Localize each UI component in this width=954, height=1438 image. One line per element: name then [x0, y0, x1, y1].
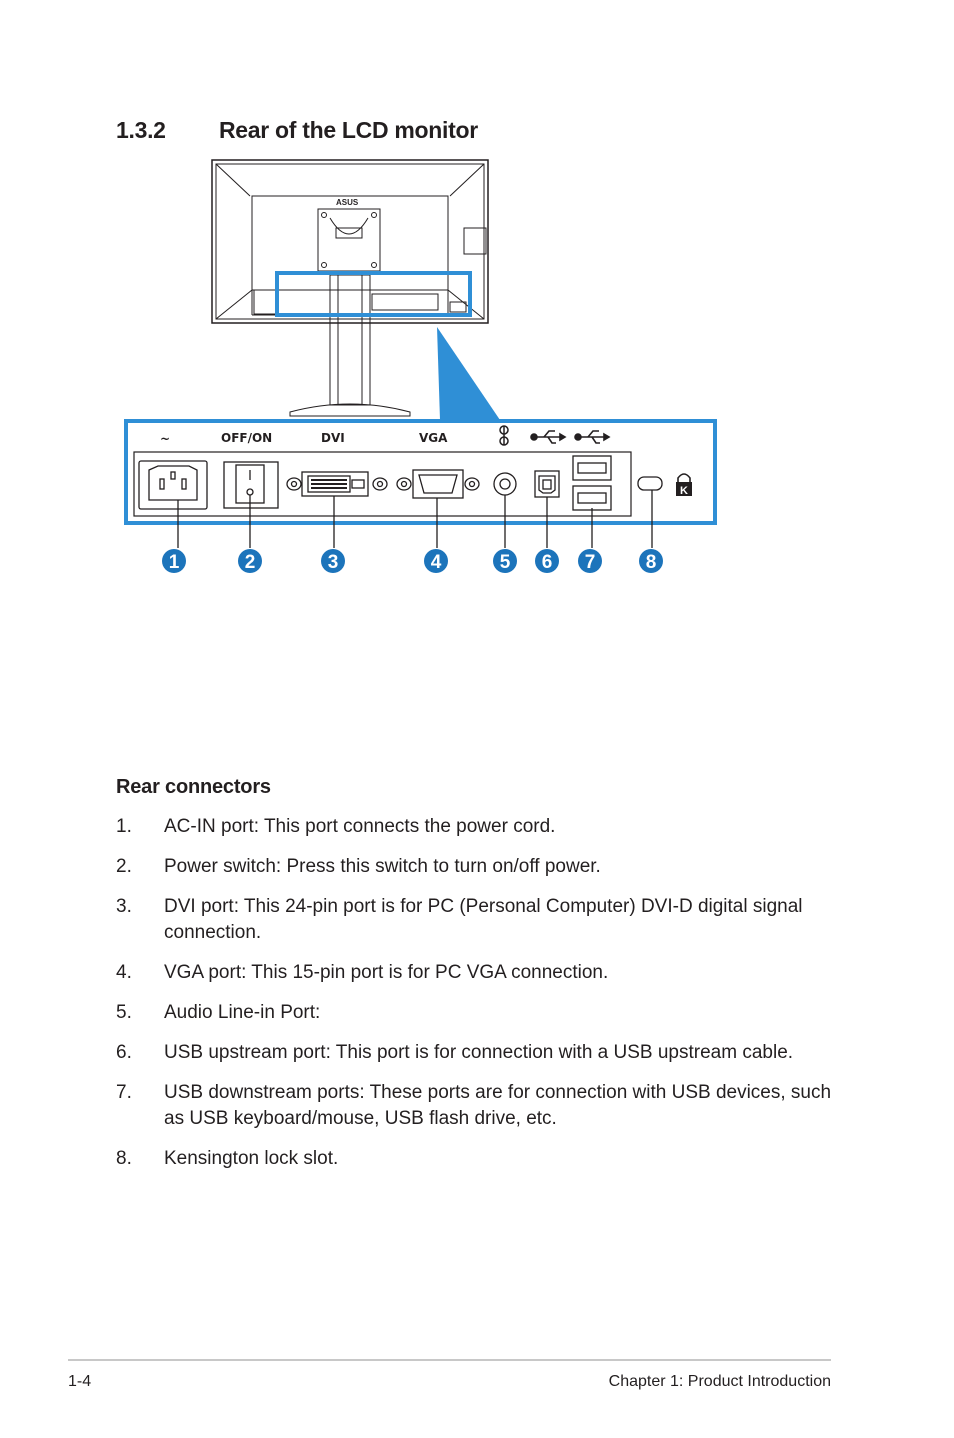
item-number: 5.: [116, 1002, 132, 1023]
brand-logo: ASUS: [336, 198, 359, 207]
item-text: DVI port: This 24-pin port is for PC (Pe…: [164, 896, 803, 943]
rear-diagram: ASUS ~ OFF/ON DVI VGA: [124, 159, 717, 573]
item-number: 4.: [116, 962, 132, 983]
chapter-title: Chapter 1: Product Introduction: [608, 1373, 831, 1390]
item-text: Audio Line-in Port:: [164, 1002, 321, 1023]
callout-badge: [238, 549, 262, 573]
callout-4: 4: [431, 552, 442, 573]
list-item: 5. Audio Line-in Port:: [116, 1000, 846, 1026]
usb-icon: [574, 430, 611, 444]
item-number: 6.: [116, 1042, 132, 1063]
dvi-pins: [311, 479, 347, 489]
list-item: 2. Power switch: Press this switch to tur…: [116, 854, 846, 880]
item-number: 7.: [116, 1082, 132, 1103]
dvi-port: [286, 471, 388, 497]
list-item: 7. USB downstream ports: These ports are …: [116, 1080, 846, 1132]
section-number: 1.3.2: [116, 117, 166, 143]
vga-label: VGA: [419, 431, 448, 445]
callout-6: 6: [542, 552, 553, 573]
highlight-box: [275, 271, 472, 317]
vga-port: [396, 469, 480, 499]
callout-badge: [424, 549, 448, 573]
callout-3: 3: [328, 552, 339, 573]
rear-connectors-list: 1. AC-IN port: This port connects the pow…: [116, 814, 846, 1186]
item-text: VGA port: This 15-pin port is for PC VGA…: [164, 962, 609, 983]
item-number: 3.: [116, 896, 132, 917]
dvi-label: DVI: [321, 431, 345, 445]
item-text: AC-IN port: This port connects the power…: [164, 816, 556, 837]
lock-badge-letter: K: [680, 485, 688, 497]
item-number: 1.: [116, 816, 132, 837]
item-text: USB upstream port: This port is for conn…: [164, 1042, 794, 1063]
footer-divider: [68, 1359, 831, 1361]
callout-8: 8: [646, 552, 657, 573]
ac-label: ~: [160, 432, 170, 446]
callout-7: 7: [585, 552, 596, 573]
off-on-label: OFF/ON: [221, 431, 272, 445]
callout-2: 2: [245, 552, 256, 573]
callout-badge: [162, 549, 186, 573]
callout-badge: [493, 549, 517, 573]
list-item: 3. DVI port: This 24-pin port is for PC (…: [116, 894, 846, 946]
callout-badge: [578, 549, 602, 573]
list-item: 8. Kensington lock slot.: [116, 1146, 846, 1172]
callout-badge: [535, 549, 559, 573]
callout-1: 1: [169, 552, 180, 573]
item-text: USB downstream ports: These ports are fo…: [164, 1082, 832, 1129]
callout-badge: [639, 549, 663, 573]
section-title-text: Rear of the LCD monitor: [219, 117, 478, 143]
item-number: 8.: [116, 1148, 132, 1169]
list-item: 6. USB upstream port: This port is for co…: [116, 1040, 846, 1066]
audio-icon: [499, 425, 509, 446]
list-item: 4. VGA port: This 15-pin port is for PC V…: [116, 960, 846, 986]
item-text: Power switch: Press this switch to turn …: [164, 856, 601, 877]
rear-connectors-heading: Rear connectors: [116, 776, 271, 798]
callout-5: 5: [500, 552, 511, 573]
kensington-slot: [637, 476, 663, 491]
item-number: 2.: [116, 856, 132, 877]
page-number: 1-4: [68, 1373, 92, 1390]
lock-icon: K: [676, 473, 692, 497]
ac-in-port: [138, 460, 208, 510]
section-title: 1.3.2 Rear of the LCD monitor: [116, 117, 478, 144]
callout-badge: [321, 549, 345, 573]
list-item: 1. AC-IN port: This port connects the pow…: [116, 814, 846, 840]
item-text: Kensington lock slot.: [164, 1148, 339, 1169]
usb-icon: [530, 430, 567, 444]
callouts: 1 2 3 4 5 6 7 8: [162, 549, 663, 573]
zoom-wedge: [437, 327, 500, 420]
leader-lines: [177, 490, 653, 548]
